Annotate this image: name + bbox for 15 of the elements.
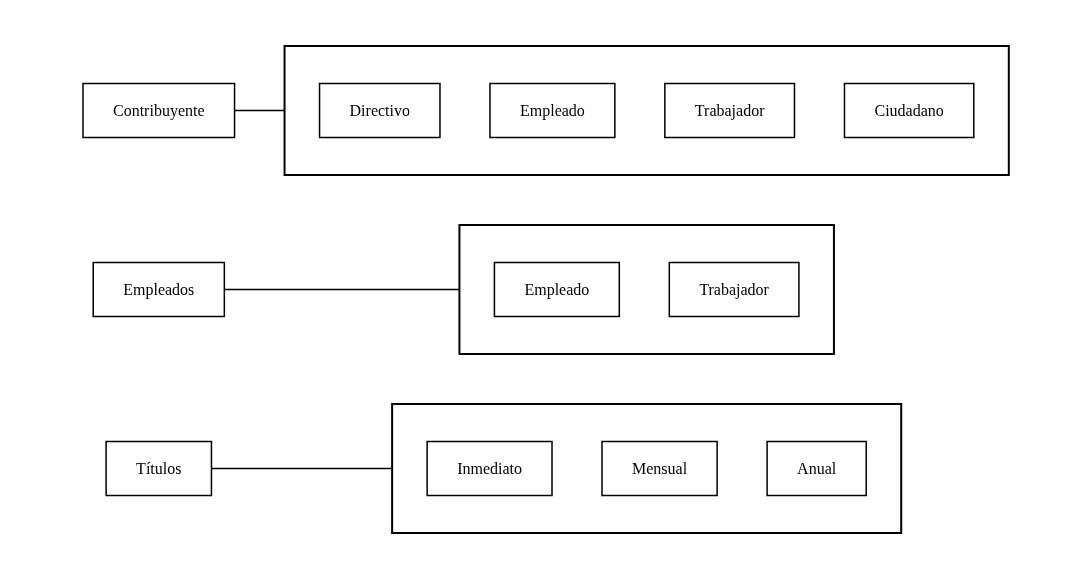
- cluster: [283, 44, 1010, 176]
- node-box: Contribuyente: [82, 82, 236, 138]
- node-box: Trabajador: [664, 82, 796, 138]
- node-box: Mensual: [601, 440, 718, 496]
- node-box: Empleados: [92, 261, 226, 317]
- node-box: Ciudadano: [843, 82, 975, 138]
- cluster: [458, 223, 835, 355]
- node-box: Empleado: [493, 261, 621, 317]
- cluster: [391, 402, 903, 534]
- node-box: Inmediato: [426, 440, 553, 496]
- node-box: Directivo: [318, 82, 441, 138]
- node-box: Títulos: [105, 440, 213, 496]
- node-box: Trabajador: [668, 261, 800, 317]
- node-box: Anual: [766, 440, 868, 496]
- node-box: Empleado: [489, 82, 616, 138]
